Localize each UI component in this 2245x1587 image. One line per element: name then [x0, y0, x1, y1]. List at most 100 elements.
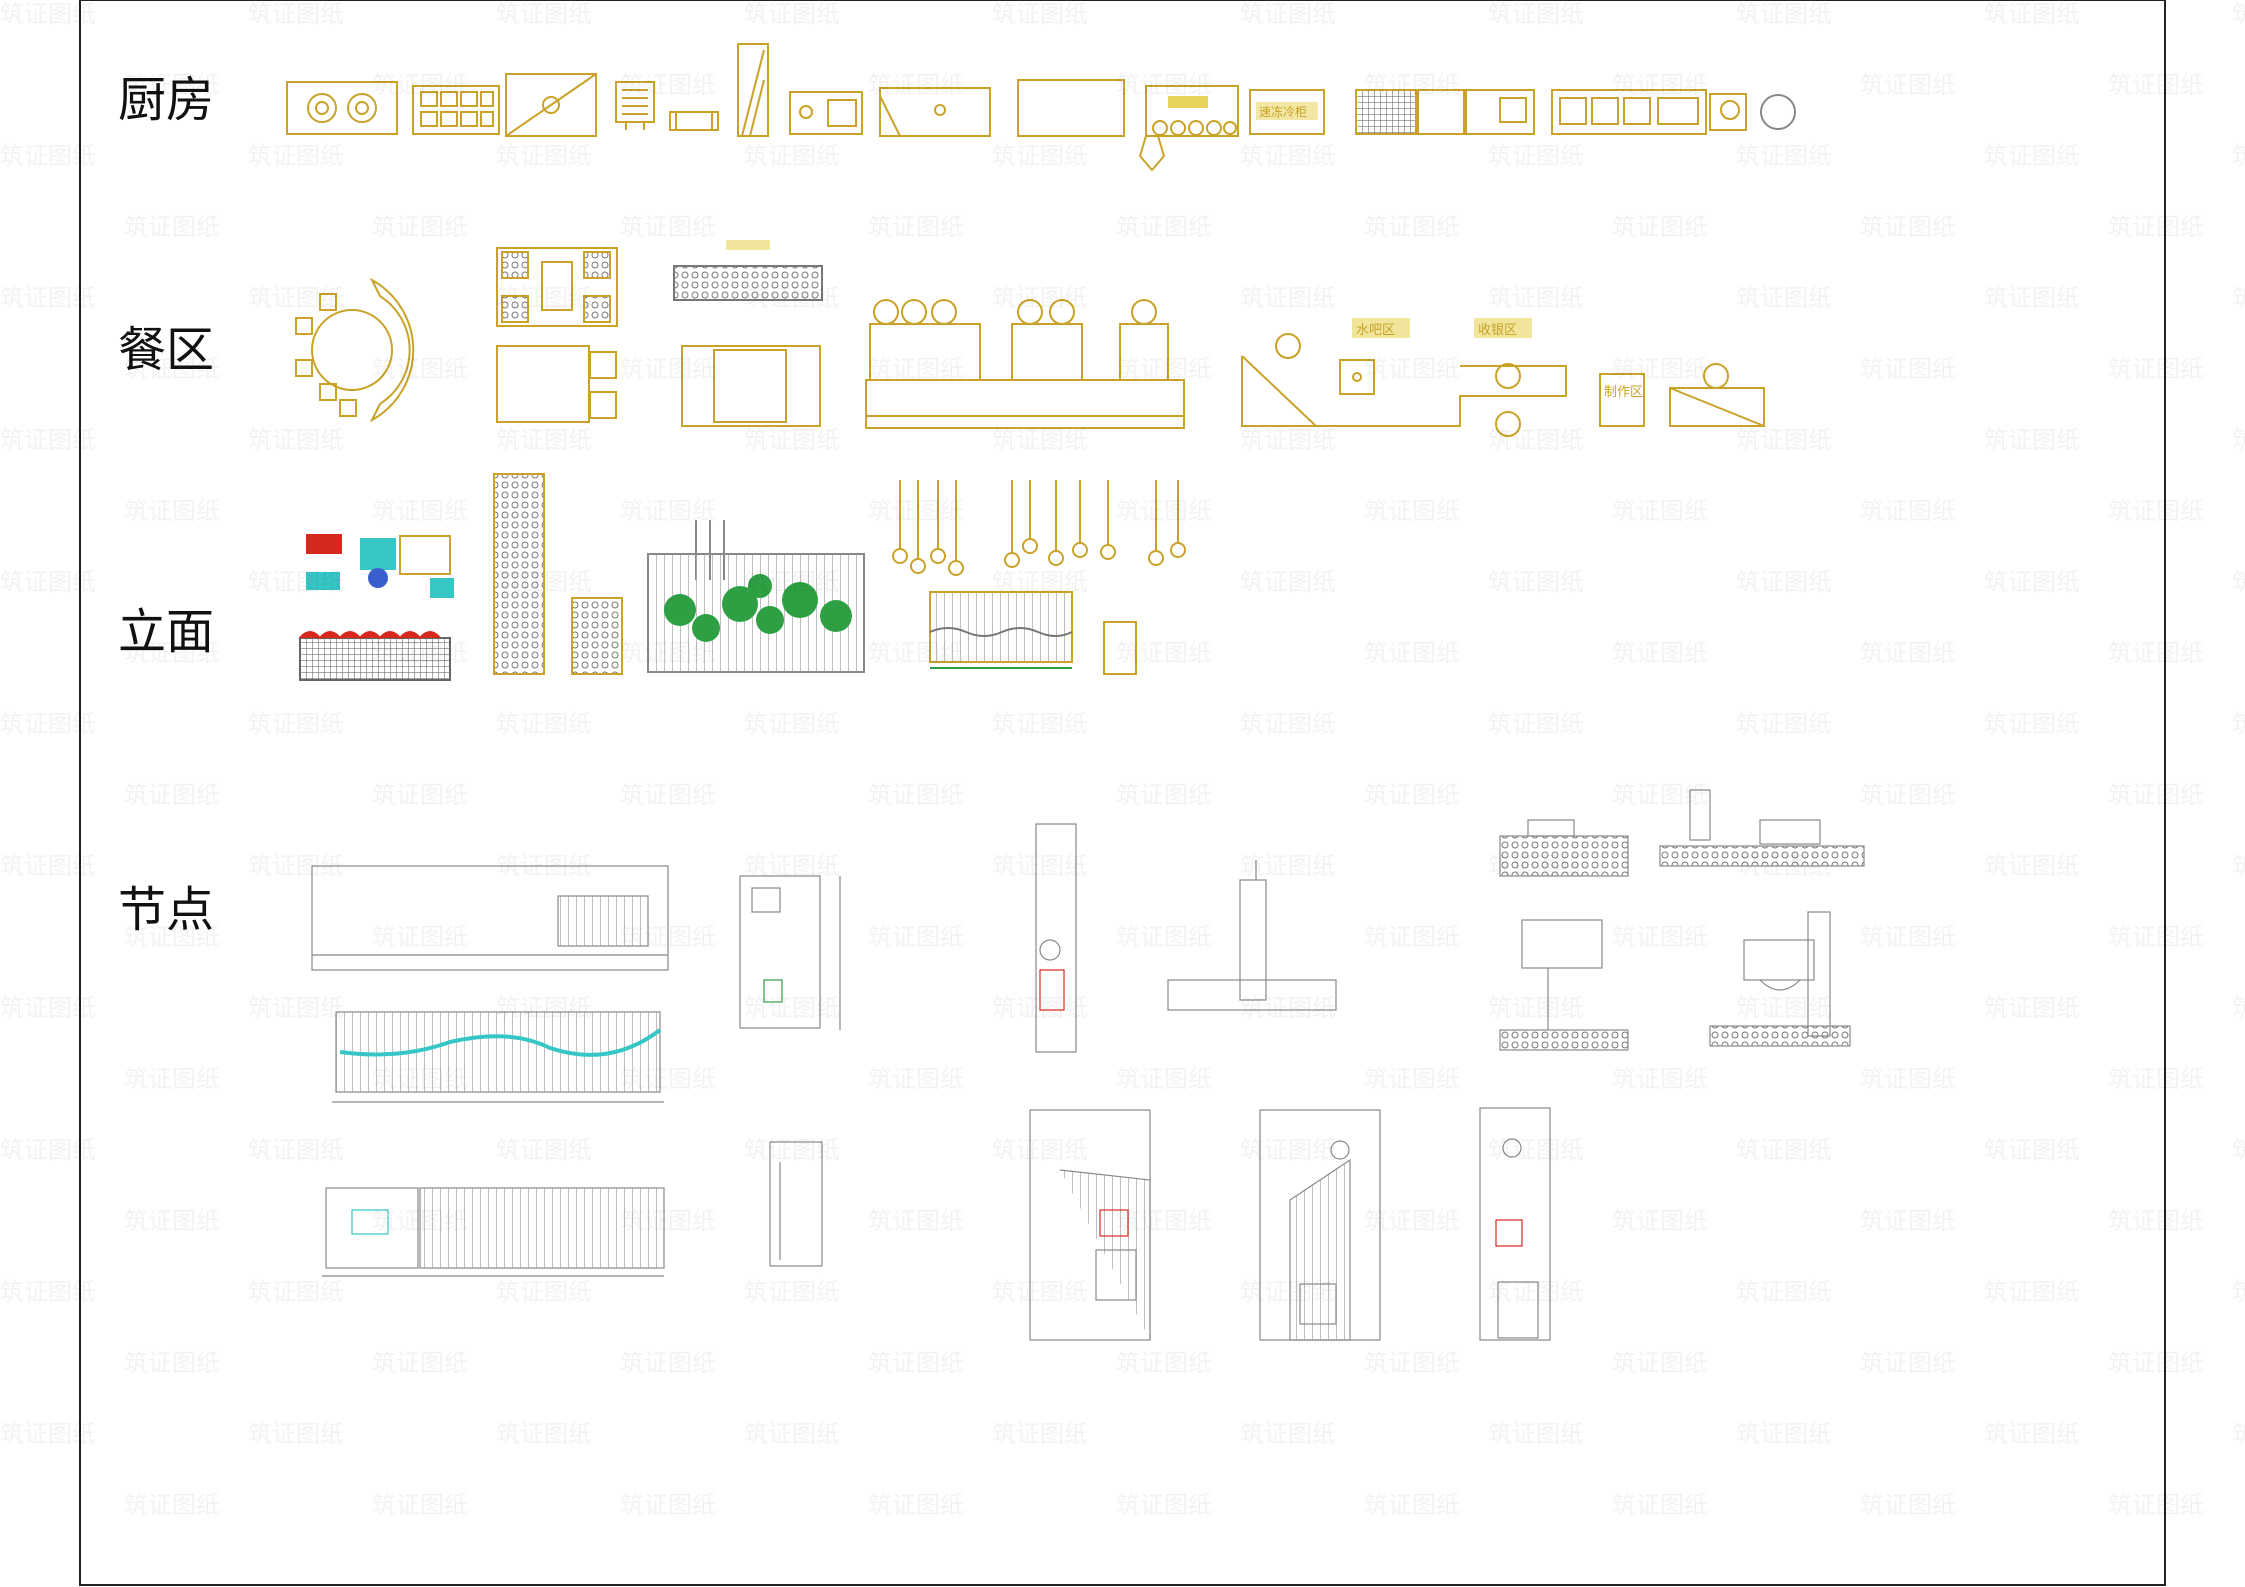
watermark-text: 筑证图纸 — [1984, 852, 2080, 880]
watermark-text: 筑证图纸 — [1736, 0, 1832, 28]
sink-block[interactable] — [789, 91, 863, 135]
watermark-text: 筑证图纸 — [992, 426, 1088, 454]
rack-block[interactable] — [669, 111, 719, 131]
watermark-text: 筑证图纸 — [1984, 142, 2080, 170]
watermark-text: 筑证图纸 — [2232, 994, 2245, 1022]
watermark-text: 筑证图纸 — [1736, 142, 1832, 170]
wall-section-a[interactable] — [1029, 1109, 1151, 1341]
watermark-text: 筑证图纸 — [372, 1491, 468, 1519]
watermark-text: 筑证图纸 — [2232, 426, 2245, 454]
prep-area[interactable]: 制作区 — [1599, 363, 1765, 427]
watermark-text: 筑证图纸 — [1364, 355, 1460, 383]
watermark-text: 筑证图纸 — [992, 568, 1088, 596]
counter-block[interactable] — [1017, 79, 1125, 137]
pendant-lights[interactable] — [892, 480, 1186, 576]
sink-detail-2[interactable] — [1709, 911, 1851, 1047]
detail-elevation-1[interactable] — [332, 1011, 664, 1103]
watermark-text: 筑证图纸 — [1240, 852, 1336, 880]
stove-block[interactable] — [286, 81, 398, 135]
watermark-text: 筑证图纸 — [1984, 284, 2080, 312]
diag-cabinet[interactable] — [879, 87, 991, 137]
wave-bench-elevation[interactable] — [929, 591, 1137, 675]
watermark-text: 筑证图纸 — [372, 213, 468, 241]
watermark-text: 筑证图纸 — [1736, 284, 1832, 312]
watermark-text: 筑证图纸 — [372, 639, 468, 667]
watermark-text: 筑证图纸 — [1736, 568, 1832, 596]
floor-detail-2[interactable] — [1659, 789, 1865, 867]
watermark-text: 筑证图纸 — [0, 994, 96, 1022]
watermark-text: 筑证图纸 — [248, 1278, 344, 1306]
watermark-text: 筑证图纸 — [0, 426, 96, 454]
watermark-text: 筑证图纸 — [124, 1065, 220, 1093]
watermark-text: 筑证图纸 — [1488, 284, 1584, 312]
watermark-text: 筑证图纸 — [1364, 639, 1460, 667]
watermark-text: 筑证图纸 — [124, 213, 220, 241]
colorful-elements[interactable] — [299, 534, 454, 681]
tall-cabinet[interactable] — [737, 43, 769, 137]
watermark-text: 筑证图纸 — [1116, 1349, 1212, 1377]
watermark-text: 筑证图纸 — [868, 71, 964, 99]
watermark-text: 筑证图纸 — [1240, 1136, 1336, 1164]
watermark-text: 筑证图纸 — [248, 994, 344, 1022]
wall-section-b[interactable] — [1259, 1109, 1381, 1341]
planter-top[interactable] — [673, 240, 823, 301]
long-booth[interactable] — [865, 299, 1185, 429]
plant-wall[interactable] — [647, 520, 865, 673]
freezer-block[interactable]: 速冻冷柜 — [1249, 89, 1325, 135]
w-block[interactable] — [505, 73, 597, 137]
section-detail-1[interactable] — [739, 875, 841, 1030]
watermark-text: 筑证图纸 — [1364, 781, 1460, 809]
watermark-text: 筑证图纸 — [1612, 355, 1708, 383]
watermark-text: 筑证图纸 — [2108, 497, 2204, 525]
watermark-text: 筑证图纸 — [1240, 1278, 1336, 1306]
four-seat-table[interactable] — [496, 247, 618, 327]
watermark-text: 筑证图纸 — [992, 1136, 1088, 1164]
watermark-text: 筑证图纸 — [372, 355, 468, 383]
booth-section[interactable] — [1167, 860, 1337, 1011]
watermark-text: 筑证图纸 — [372, 1349, 468, 1377]
watermark-text: 筑证图纸 — [1364, 1065, 1460, 1093]
detail-plan-1[interactable] — [311, 865, 669, 971]
bar-area[interactable]: 水吧区 收银区 — [1241, 318, 1567, 437]
watermark-text: 筑证图纸 — [620, 923, 716, 951]
round-bin[interactable] — [1760, 94, 1796, 130]
watermark-text: 筑证图纸 — [868, 497, 964, 525]
watermark-text: 筑证图纸 — [2108, 1207, 2204, 1235]
watermark-text: 筑证图纸 — [620, 71, 716, 99]
watermark-text: 筑证图纸 — [1488, 994, 1584, 1022]
watermark-text: 筑证图纸 — [496, 142, 592, 170]
section-label-dining: 餐区 — [118, 322, 214, 378]
triple-sink[interactable] — [1551, 89, 1707, 135]
watermark-text: 筑证图纸 — [1116, 1491, 1212, 1519]
section-detail-2[interactable] — [769, 1141, 823, 1267]
watermark-text: 筑证图纸 — [1860, 213, 1956, 241]
round-table-set[interactable] — [295, 277, 415, 423]
watermark-text: 筑证图纸 — [372, 497, 468, 525]
watermark-text: 筑证图纸 — [2232, 0, 2245, 28]
grill-block[interactable] — [615, 81, 655, 130]
two-seat-table[interactable] — [496, 345, 617, 423]
watermark-text: 筑证图纸 — [248, 284, 344, 312]
mesh-block[interactable] — [1355, 89, 1535, 135]
section-label-elevation: 立面 — [118, 604, 214, 660]
floor-detail-1[interactable] — [1499, 819, 1629, 877]
sink-detail-1[interactable] — [1499, 919, 1629, 1051]
wall-section-c[interactable] — [1479, 1107, 1551, 1341]
watermark-text: 筑证图纸 — [2108, 355, 2204, 383]
bar-counter[interactable] — [1138, 85, 1239, 172]
detail-elevation-2[interactable] — [322, 1187, 665, 1277]
section-detail-3[interactable] — [1035, 823, 1077, 1053]
oven-block[interactable] — [412, 85, 500, 135]
decor-panel-tall[interactable] — [493, 473, 623, 675]
watermark-text: 筑证图纸 — [2108, 639, 2204, 667]
watermark-text: 筑证图纸 — [1612, 923, 1708, 951]
watermark-text: 筑证图纸 — [1612, 639, 1708, 667]
small-sink[interactable] — [1709, 93, 1747, 131]
watermark-text: 筑证图纸 — [1488, 0, 1584, 28]
watermark-text: 筑证图纸 — [1984, 1420, 2080, 1448]
watermark-text: 筑证图纸 — [620, 213, 716, 241]
watermark-text: 筑证图纸 — [1612, 1491, 1708, 1519]
booth-table[interactable] — [681, 345, 821, 427]
watermark-text: 筑证图纸 — [2108, 781, 2204, 809]
watermark-text: 筑证图纸 — [2108, 213, 2204, 241]
